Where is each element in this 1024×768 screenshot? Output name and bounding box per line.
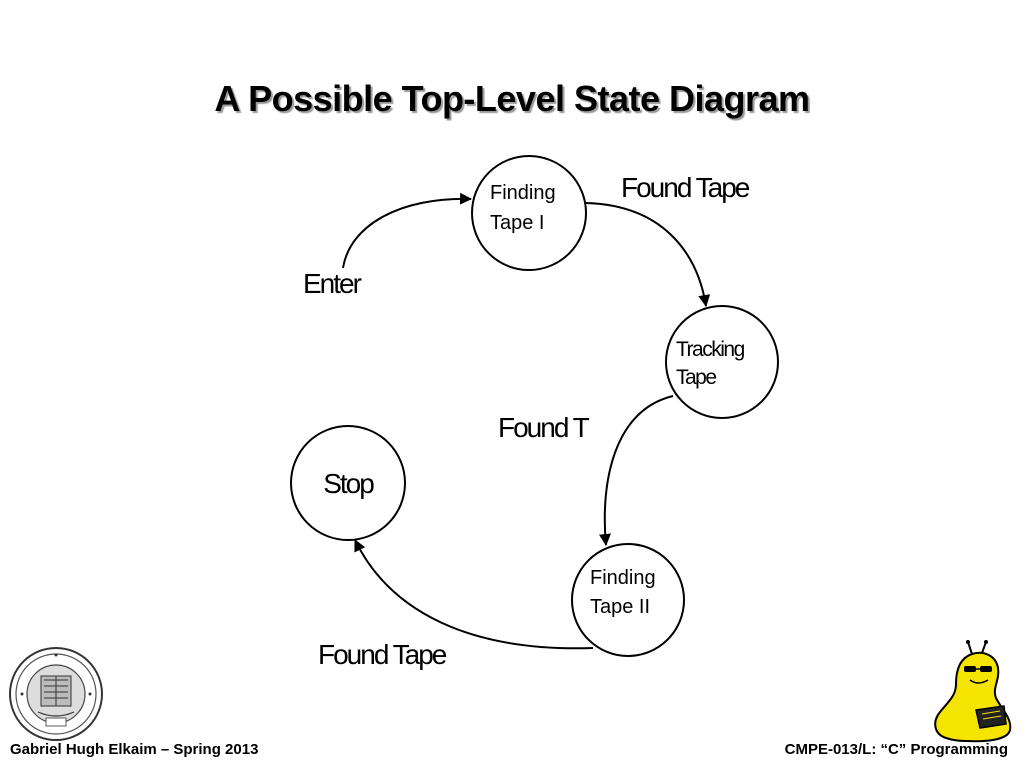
- banana-slug-mascot-logo: [934, 640, 1012, 743]
- footer-course: CMPE-013/L: “C” Programming: [784, 741, 1008, 758]
- state-tracking-tape-line1: Tracking: [676, 338, 745, 361]
- slide-title: A Possible Top-Level State Diagram: [214, 78, 810, 119]
- transition-found-tape-2-label: Found Tape: [318, 639, 447, 670]
- edge-enter: [342, 192, 472, 269]
- transition-found-t-label: Found T: [498, 412, 590, 443]
- state-stop: Stop: [290, 425, 406, 541]
- edge-found-tape-2: [354, 539, 594, 650]
- state-stop-label: Stop: [323, 468, 374, 499]
- state-tracking-tape: Tracking Tape: [665, 305, 779, 419]
- state-finding-tape-1-line1: Finding: [490, 182, 556, 204]
- state-finding-tape-2: Finding Tape II: [571, 543, 685, 657]
- transition-enter-label: Enter: [303, 268, 362, 299]
- state-finding-tape-1-line2: Tape I: [490, 212, 544, 234]
- edge-found-tape-1: [585, 202, 711, 307]
- university-seal-logo: [9, 647, 103, 741]
- footer-author: Gabriel Hugh Elkaim – Spring 2013: [10, 741, 259, 758]
- edge-found-t: [599, 395, 674, 546]
- transition-found-tape-1-label: Found Tape: [621, 172, 750, 203]
- state-tracking-tape-line2: Tape: [676, 366, 716, 389]
- state-finding-tape-2-line2: Tape II: [590, 596, 650, 618]
- state-finding-tape-1: Finding Tape I: [471, 155, 587, 271]
- state-finding-tape-2-line1: Finding: [590, 567, 656, 589]
